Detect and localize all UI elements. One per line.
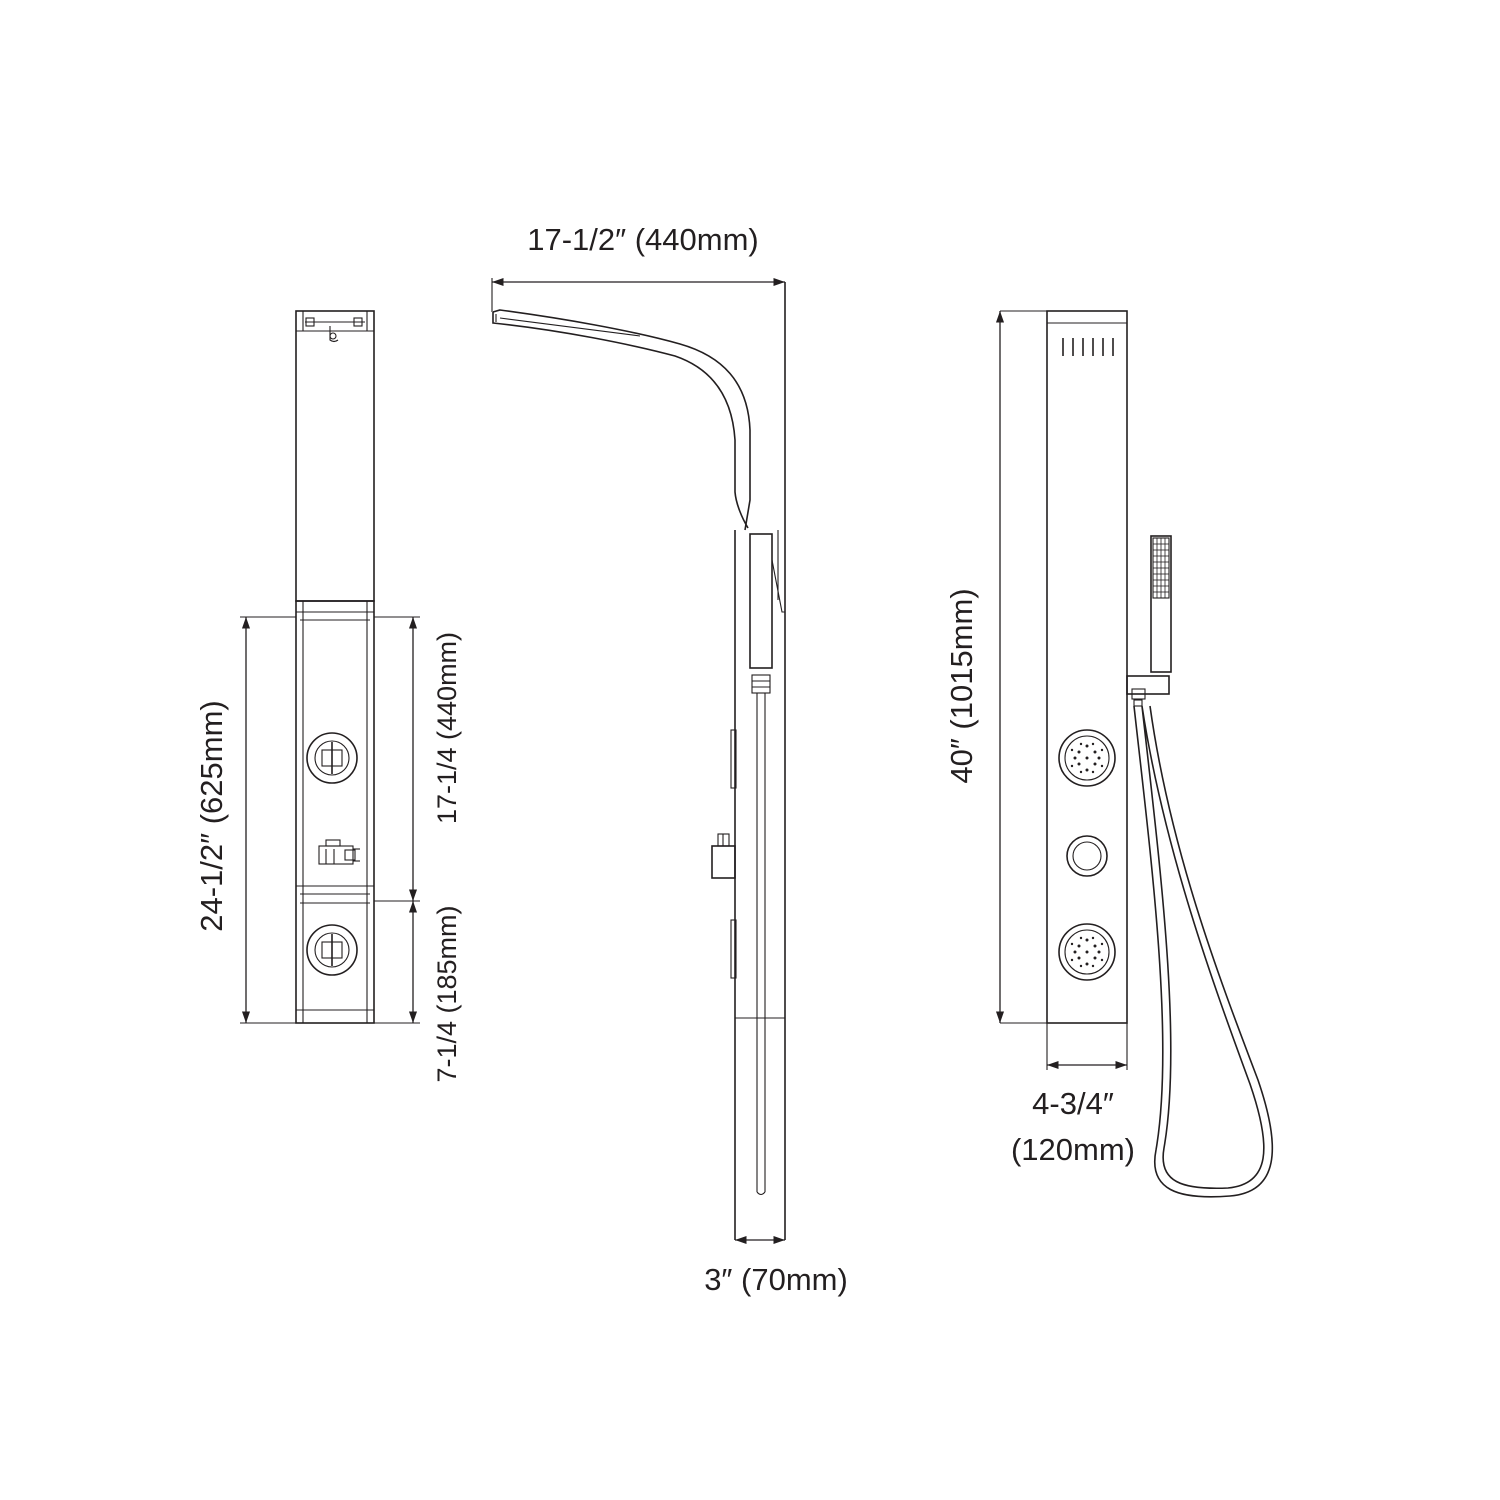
top-width-dimension: [491, 277, 785, 312]
hand-shower-icon: [1150, 535, 1172, 673]
panel-width-dimension: [1046, 1023, 1128, 1070]
lower-spacing-label: 7-1/4 (185mm): [432, 905, 462, 1082]
lower-inlet-fitting-icon: [306, 924, 358, 976]
upper-jet-side: [730, 729, 737, 789]
back-lower-body: [295, 600, 375, 1024]
panel-width-label-line1: 4-3/4″: [1032, 1086, 1114, 1121]
lower-body-jet-icon: [1058, 923, 1116, 981]
overall-height-label: 40″ (1015mm): [944, 588, 979, 783]
panel-width-label-line2: (120mm): [1011, 1132, 1135, 1167]
control-height-label: 24-1/2″ (625mm): [194, 700, 229, 932]
back-view: [295, 310, 375, 1024]
depth-label: 3″ (70mm): [704, 1262, 848, 1297]
upper-body-jet-icon: [1058, 729, 1116, 787]
rain-arm: [492, 309, 751, 531]
wall-bracket: [305, 317, 365, 343]
control-height-dimension: [240, 616, 296, 1024]
shower-hose: [1133, 705, 1274, 1198]
shower-holder-icon: [1126, 675, 1170, 707]
back-upper-body: [295, 310, 375, 602]
hand-shower-side: [749, 533, 773, 669]
holder-side: [751, 674, 771, 694]
valve-knob-side-icon: [711, 833, 736, 879]
middle-valve-fitting-icon: [318, 839, 360, 865]
temperature-knob-icon: [1066, 835, 1108, 877]
top-vent-icon: [1062, 338, 1114, 356]
upper-spacing-label: 17-1/4 (440mm): [432, 632, 462, 824]
front-panel-body: [1046, 310, 1128, 1024]
spacing-dimensions: [374, 616, 420, 1024]
upper-inlet-fitting-icon: [306, 732, 358, 784]
top-width-label: 17-1/2″ (440mm): [527, 222, 759, 257]
front-view: [1000, 310, 1274, 1198]
lower-jet-side: [730, 919, 737, 979]
side-view: [492, 282, 786, 1241]
